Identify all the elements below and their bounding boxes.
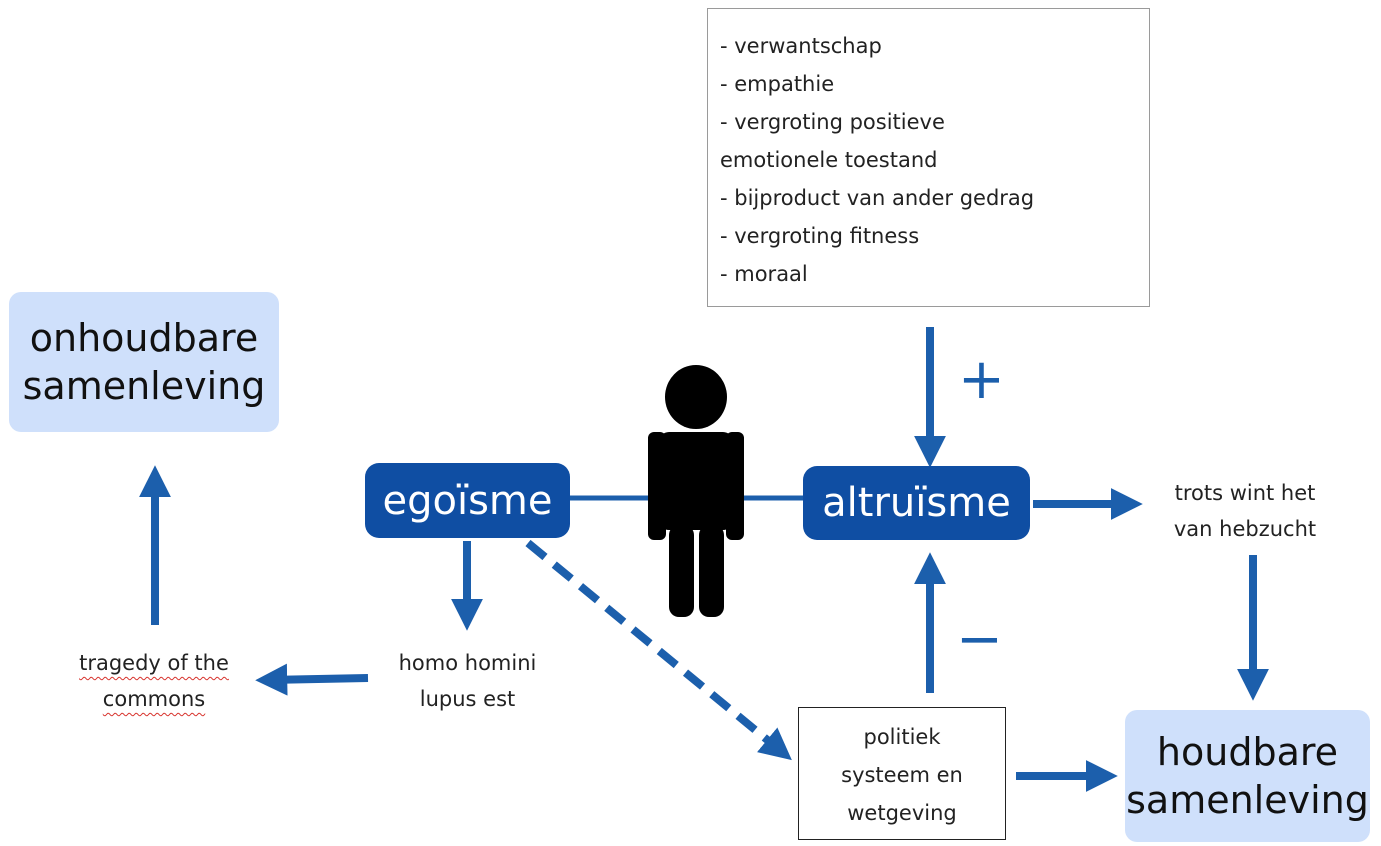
onhoudbare-line-1: onhoudbare <box>29 316 259 360</box>
altruism-factors-box: - verwantschap - empathie - vergroting p… <box>707 8 1150 307</box>
tragedy-line-2: commons <box>102 687 206 711</box>
egoisme-node: egoïsme <box>365 463 570 538</box>
person-icon <box>648 365 744 617</box>
tragedy-line-1: tragedy of the <box>79 651 229 675</box>
homo-line-2: lupus est <box>419 687 516 711</box>
factor-line: - verwantschap <box>720 34 882 58</box>
houdbare-samenleving-node: houdbare samenleving <box>1125 710 1370 842</box>
factor-line: - empathie <box>720 72 835 96</box>
homo-line-1: homo homini <box>398 651 537 675</box>
arrow-homo-to-tragedy <box>255 663 369 696</box>
factor-line: - vergroting fitness <box>720 224 920 248</box>
plus-sign: + <box>958 347 1005 412</box>
factor-line: - bijproduct van ander gedrag <box>720 186 1035 210</box>
onhoudbare-line-2: samenleving <box>22 364 266 408</box>
factor-line: - vergroting positieve <box>720 110 945 134</box>
politiek-line-1: politiek <box>863 725 941 749</box>
factor-line: emotionele toestand <box>720 148 938 172</box>
trots-node: trots wint het van hebzucht <box>1132 475 1358 553</box>
homo-homini-node: homo homini lupus est <box>370 645 565 723</box>
onhoudbare-samenleving-node: onhoudbare samenleving <box>9 292 279 432</box>
tragedy-node: tragedy of the commons <box>48 645 260 723</box>
trots-line-2: van hebzucht <box>1173 517 1317 541</box>
houdbare-line-2: samenleving <box>1126 778 1369 822</box>
politiek-line-3: wetgeving <box>847 801 957 825</box>
factor-line: - moraal <box>720 262 808 286</box>
trots-line-1: trots wint het <box>1174 481 1316 505</box>
houdbare-line-1: houdbare <box>1156 730 1339 774</box>
politiek-node: politiek systeem en wetgeving <box>798 707 1006 840</box>
altruisme-node: altruïsme <box>803 466 1030 540</box>
politiek-line-2: systeem en <box>841 763 963 787</box>
minus-sign: − <box>956 607 1003 672</box>
arrow-egoisme-to-politiek-dashed <box>525 539 792 761</box>
